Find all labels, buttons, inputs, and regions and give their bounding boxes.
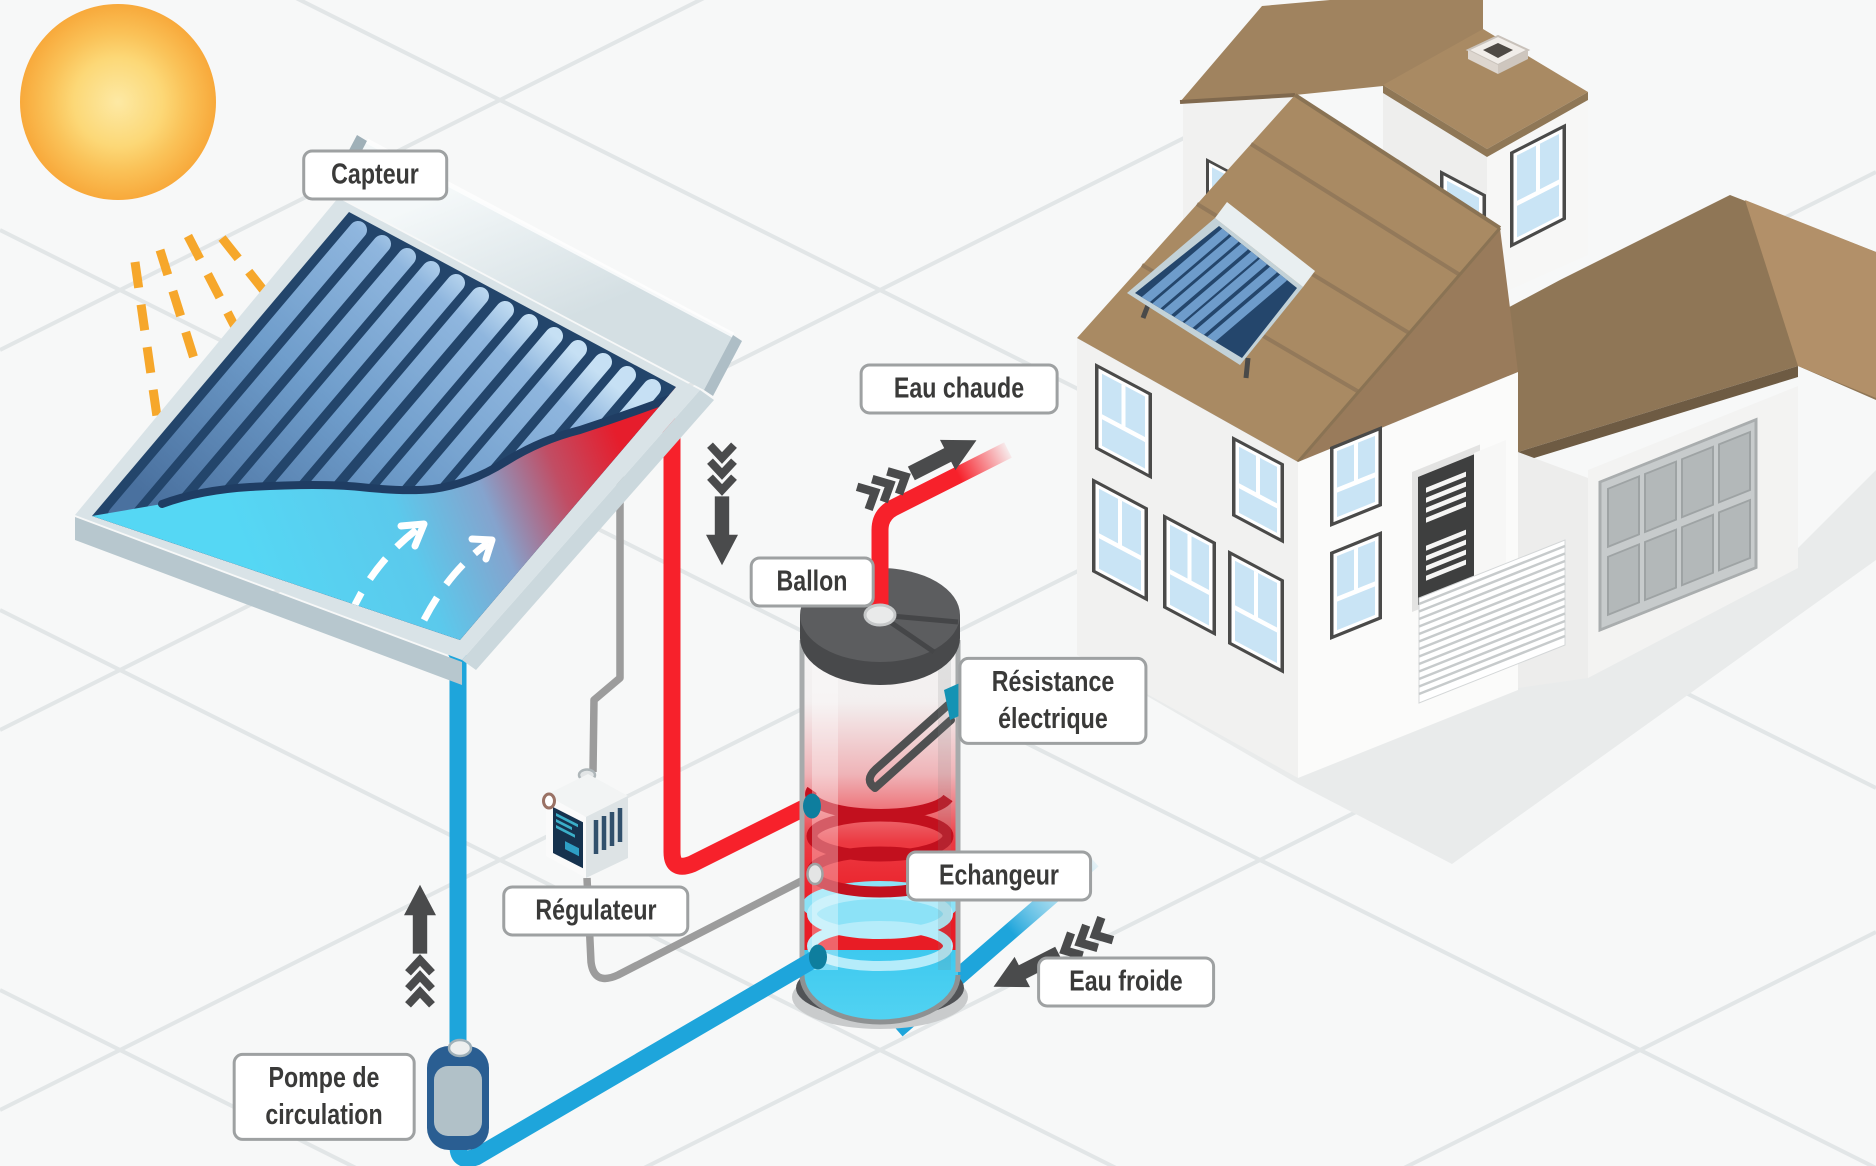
sensor-port [806, 862, 824, 886]
window [1228, 550, 1284, 674]
window [1232, 436, 1284, 544]
label-regulateur: Régulateur [502, 885, 690, 937]
flat-roof [1383, 29, 1588, 149]
stairs [1418, 539, 1566, 704]
front-left-wall [1077, 338, 1298, 778]
hot-water-out-pipe [871, 442, 1012, 614]
label-echangeur: Echangeur [906, 850, 1092, 902]
solar-collector [75, 135, 742, 685]
tank-top-port [863, 603, 897, 627]
label-resistance-electrique: Résistance électrique [958, 656, 1148, 746]
sun-icon [20, 4, 216, 200]
window [1163, 514, 1216, 637]
entry-pillar [1474, 440, 1506, 597]
house [1077, 0, 1876, 864]
rooftop-solar-panel [1127, 202, 1315, 379]
garage-door [1598, 417, 1758, 633]
arrow-cold-to-collector [404, 885, 436, 1005]
garage [1500, 195, 1876, 688]
label-eau-chaude: Eau chaude [859, 363, 1059, 415]
regulator-vents [593, 808, 623, 854]
window [1330, 425, 1382, 527]
skylight [1465, 34, 1531, 74]
label-pompe-circulation: Pompe de circulation [232, 1052, 416, 1142]
window [1095, 363, 1152, 480]
storage-tank [792, 568, 968, 1029]
circulation-pump [427, 1038, 489, 1150]
window [1092, 478, 1148, 602]
label-ballon: Ballon [749, 556, 875, 608]
hot-inlet-port [803, 793, 821, 819]
regulator-dial [542, 792, 556, 810]
front-door [1418, 454, 1474, 605]
label-capteur: Capteur [302, 149, 448, 201]
regulator [542, 768, 628, 878]
arrow-hot-to-tank [706, 445, 738, 565]
upper-window [1510, 123, 1566, 248]
window [1330, 530, 1382, 640]
label-eau-froide: Eau froide [1037, 956, 1215, 1008]
cold-pipe-collector-to-pump [442, 636, 467, 1048]
electric-heating-element [865, 701, 955, 792]
cold-pipe-pump-to-tank [449, 949, 823, 1166]
regulator-screen [553, 807, 583, 869]
cold-inlet-port [809, 944, 827, 970]
